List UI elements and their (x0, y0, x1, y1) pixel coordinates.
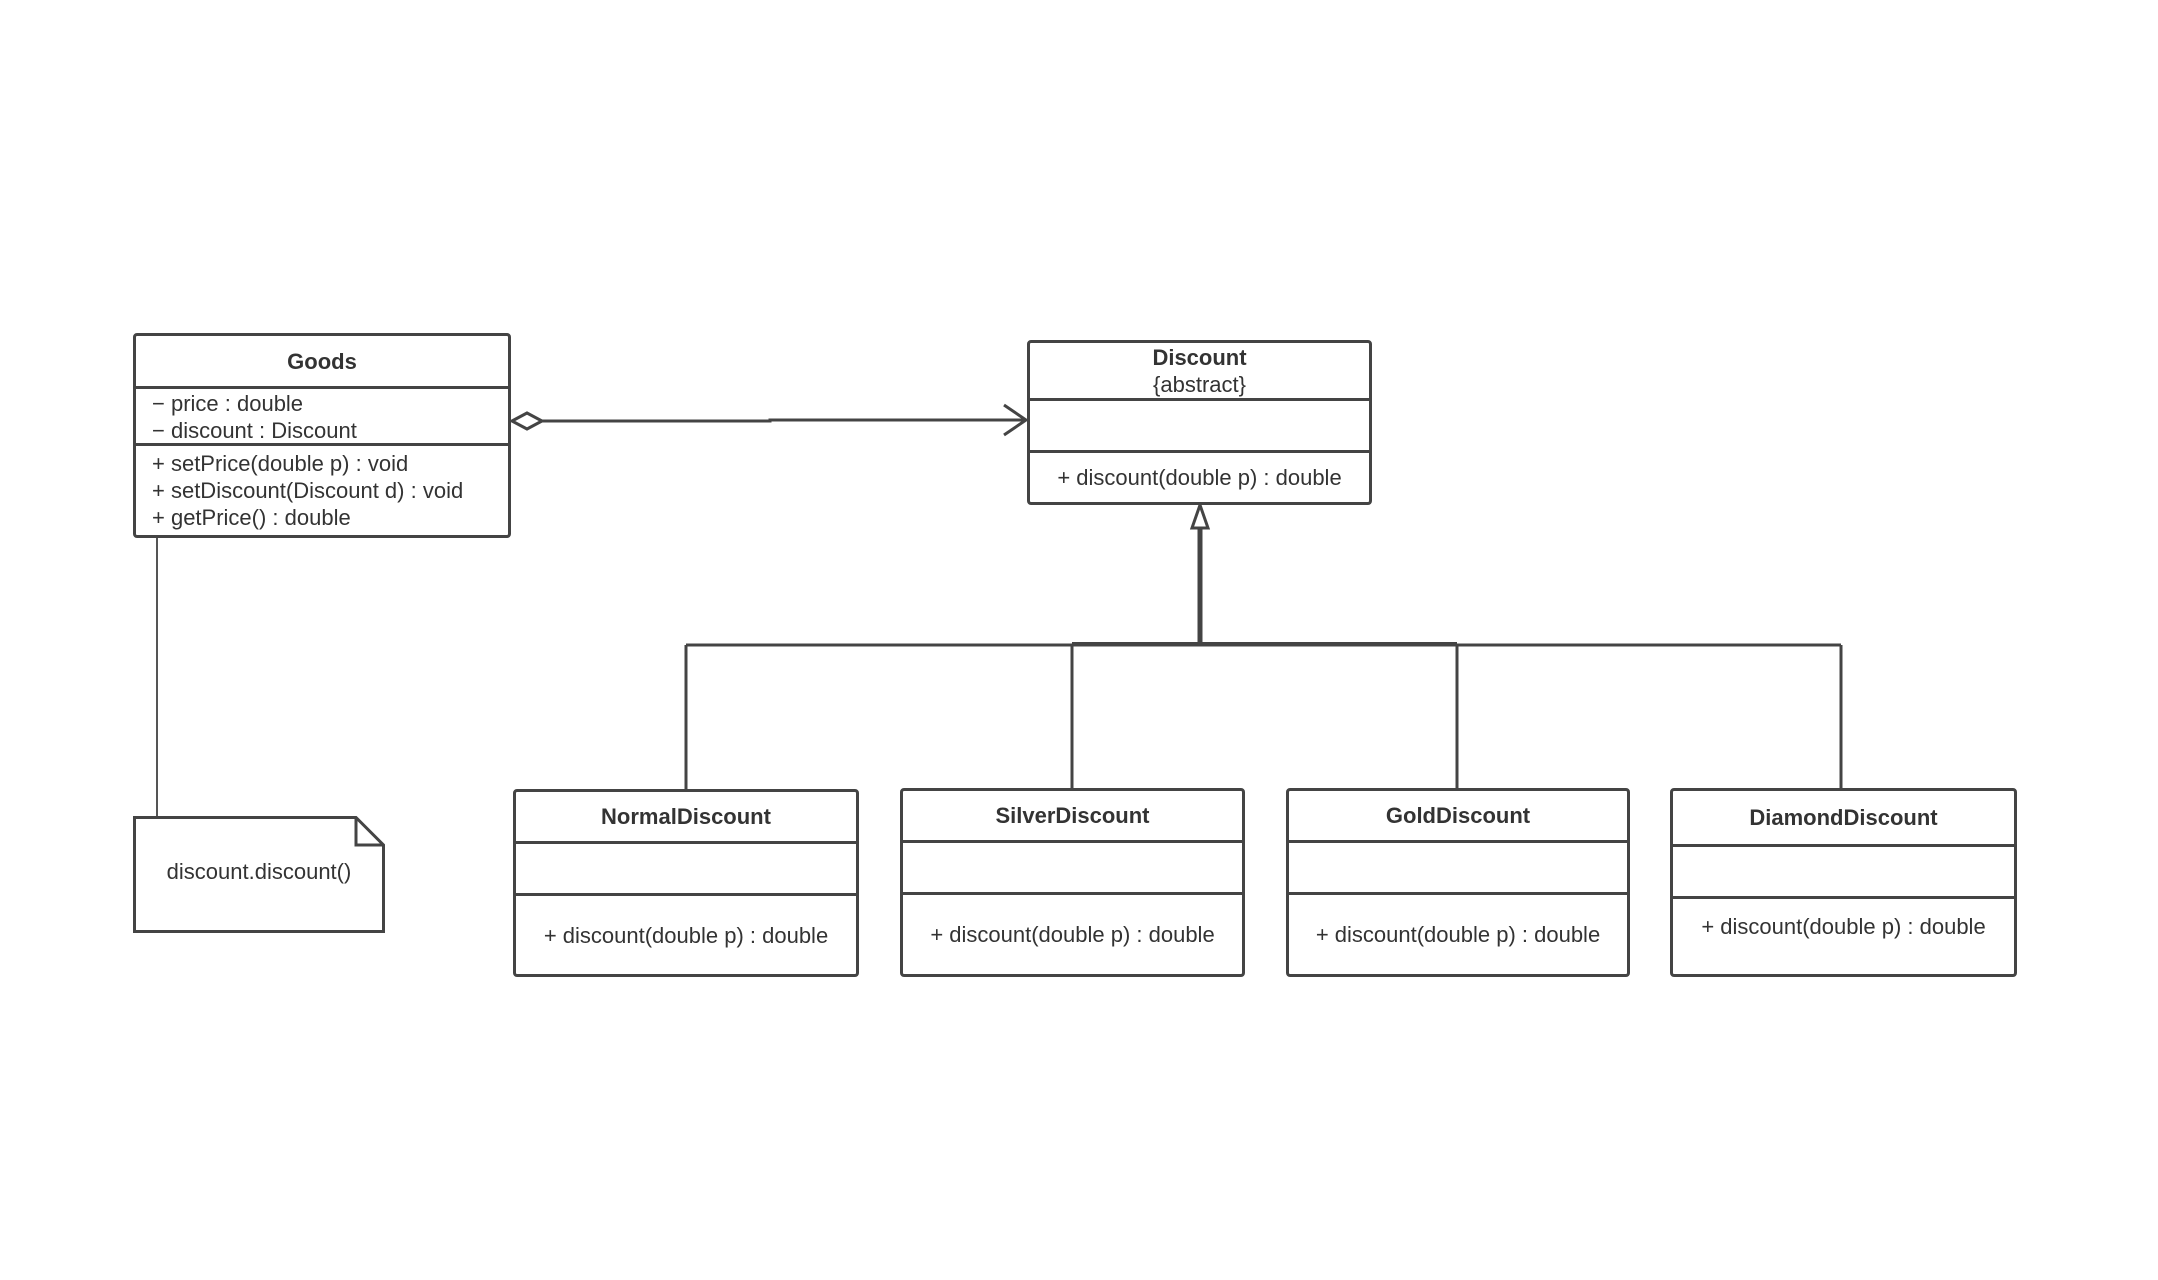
class-gold-discount[interactable]: GoldDiscount + discount(double p) : doub… (1286, 788, 1630, 977)
operation-set-discount: + setDiscount(Discount d) : void (152, 478, 464, 503)
class-silver-discount-operations: + discount(double p) : double (903, 895, 1242, 974)
class-normal-discount-operations: + discount(double p) : double (516, 896, 856, 974)
generalization-arrowhead (1189, 500, 1211, 530)
class-goods-operations: + setPrice(double p) : void + setDiscoun… (136, 446, 508, 535)
class-diamond-discount-name: DiamondDiscount (1749, 805, 1938, 830)
operation-discount: + discount(double p) : double (543, 922, 829, 948)
aggregation-diamond (508, 411, 546, 431)
class-goods-name-compartment: Goods (136, 336, 508, 389)
class-goods-attributes: − price : double − discount : Discount (136, 389, 508, 446)
attribute-price: − price : double (152, 390, 304, 416)
operation-discount: + discount(double p) : double (1057, 465, 1342, 490)
class-goods-name: Goods (287, 348, 357, 374)
class-gold-discount-attributes (1289, 843, 1627, 895)
class-discount-name-compartment: Discount {abstract} (1030, 343, 1369, 401)
class-discount-stereotype: {abstract} (1153, 371, 1246, 397)
note-shape (133, 816, 385, 933)
class-silver-discount-attributes (903, 843, 1242, 895)
class-silver-discount-name: SilverDiscount (995, 803, 1150, 828)
operation-discount: + discount(double p) : double (1701, 914, 1986, 939)
operation-discount: + discount(double p) : double (930, 922, 1215, 947)
operation-set-price: + setPrice(double p) : void (152, 451, 409, 476)
class-diamond-discount-attributes (1673, 847, 2014, 899)
class-normal-discount-attributes (516, 844, 856, 896)
class-discount-attributes (1030, 401, 1369, 453)
class-discount[interactable]: Discount {abstract} + discount(double p)… (1027, 340, 1372, 505)
class-gold-discount-operations: + discount(double p) : double (1289, 895, 1627, 974)
note[interactable]: discount.discount() (133, 816, 385, 933)
class-diamond-discount-operations: + discount(double p) : double (1673, 899, 2014, 974)
operation-discount: + discount(double p) : double (1315, 922, 1601, 947)
note-text: discount.discount() (166, 858, 352, 884)
association-arrowhead (1003, 403, 1029, 437)
class-diamond-discount-name-compartment: DiamondDiscount (1673, 791, 2014, 847)
class-normal-discount-name: NormalDiscount (601, 804, 771, 829)
class-discount-operations: + discount(double p) : double (1030, 453, 1369, 502)
association-line (542, 418, 1026, 423)
class-normal-discount[interactable]: NormalDiscount + discount(double p) : do… (513, 789, 859, 977)
operation-get-price: + getPrice() : double (152, 505, 351, 530)
class-gold-discount-name-compartment: GoldDiscount (1289, 791, 1627, 843)
class-goods[interactable]: Goods − price : double − discount : Disc… (133, 333, 511, 538)
class-silver-discount-name-compartment: SilverDiscount (903, 791, 1242, 843)
class-diamond-discount[interactable]: DiamondDiscount + discount(double p) : d… (1670, 788, 2017, 977)
class-gold-discount-name: GoldDiscount (1385, 803, 1531, 828)
class-silver-discount[interactable]: SilverDiscount + discount(double p) : do… (900, 788, 1245, 977)
attribute-discount: − discount : Discount (152, 417, 357, 443)
class-normal-discount-name-compartment: NormalDiscount (516, 792, 856, 844)
class-discount-name: Discount (1152, 344, 1247, 370)
